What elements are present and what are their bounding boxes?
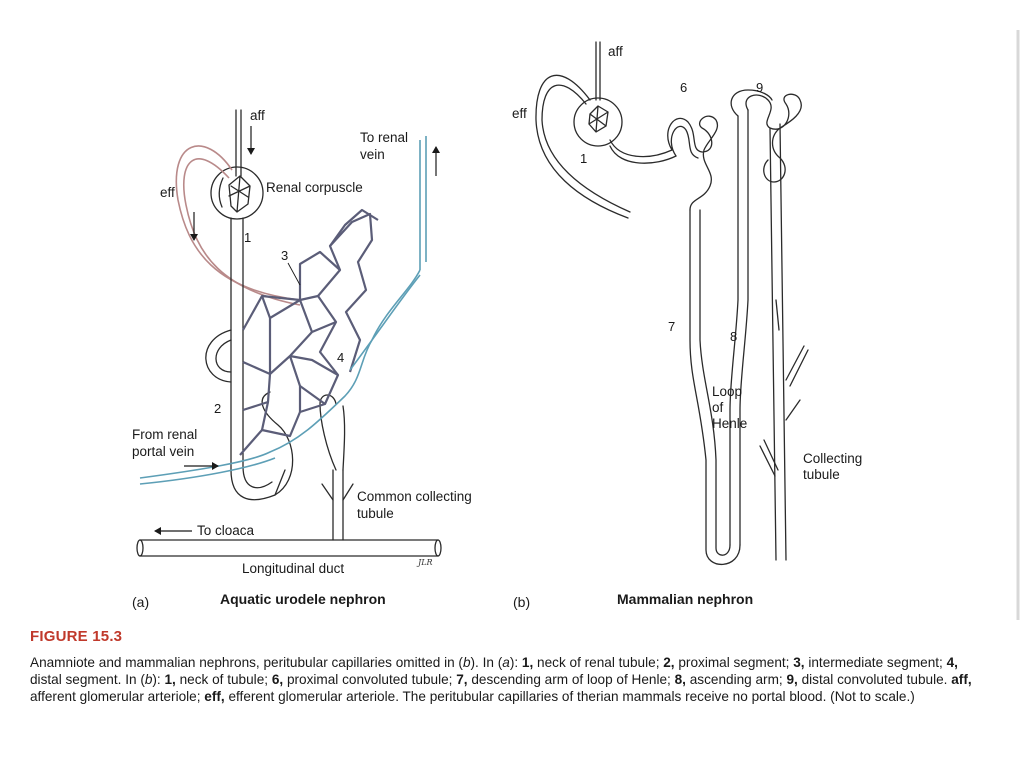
label-collecting-2: tubule bbox=[803, 467, 840, 482]
caption-segment: 3, bbox=[793, 655, 805, 670]
b-distal-convoluted bbox=[730, 89, 802, 183]
label-a-num-1: 1 bbox=[244, 230, 251, 245]
panel-b-title: Mammalian nephron bbox=[617, 591, 753, 607]
capillary-network bbox=[239, 208, 379, 456]
b-collecting-tubule bbox=[769, 123, 787, 561]
label-b-num-6: 6 bbox=[680, 80, 687, 95]
longitudinal-duct bbox=[136, 539, 442, 557]
panel-b-letter: (b) bbox=[513, 594, 530, 610]
caption-segment: afferent glomerular arteriole; bbox=[30, 689, 205, 704]
label-a-num-3: 3 bbox=[281, 248, 288, 263]
b-afferent-arteriole bbox=[595, 41, 601, 101]
label-common-collecting-1: Common collecting bbox=[357, 489, 472, 504]
label-common-collecting-2: tubule bbox=[357, 506, 394, 521]
caption-segment: eff, bbox=[204, 689, 225, 704]
label-longitudinal-duct: Longitudinal duct bbox=[242, 561, 344, 576]
figure-label: FIGURE 15.3 bbox=[30, 628, 123, 645]
caption-segment: 1, bbox=[521, 655, 534, 670]
b-neck-tubule bbox=[609, 139, 677, 164]
label-loop-2: of bbox=[712, 400, 724, 415]
caption-segment: 7, bbox=[456, 672, 468, 687]
caption-segment: ): bbox=[509, 655, 522, 670]
caption-segment: ). In ( bbox=[470, 655, 503, 670]
label-b-num-9: 9 bbox=[756, 80, 763, 95]
renal-vein bbox=[349, 136, 427, 371]
caption-segment: Anamniote and mammalian nephrons, peritu… bbox=[30, 655, 463, 670]
b-ascending-arm bbox=[729, 109, 749, 546]
label-loop-3: Henle bbox=[712, 416, 747, 431]
caption-segment: 6, bbox=[271, 672, 284, 687]
label-to-renal-vein-2: vein bbox=[360, 147, 385, 162]
label-from-renal-portal-2: portal vein bbox=[132, 444, 194, 459]
caption-segment: 4, bbox=[946, 655, 958, 670]
caption-segment: a bbox=[502, 655, 510, 670]
caption-segment: 9, bbox=[786, 672, 798, 687]
label-a-num-4: 4 bbox=[337, 350, 344, 365]
label-b-num-7: 7 bbox=[668, 319, 675, 334]
panel-a-title: Aquatic urodele nephron bbox=[220, 591, 386, 607]
figure-caption: Anamniote and mammalian nephrons, peritu… bbox=[30, 654, 990, 705]
b-efferent-arteriole bbox=[535, 74, 631, 219]
caption-segment: neck of renal tubule; bbox=[533, 655, 664, 670]
label-to-cloaca: To cloaca bbox=[197, 523, 255, 538]
caption-segment: neck of tubule; bbox=[175, 672, 272, 687]
label-collecting-1: Collecting bbox=[803, 451, 862, 466]
label-loop-1: Loop bbox=[712, 384, 742, 399]
caption-segment: efferent glomerular arteriole. The perit… bbox=[224, 689, 915, 704]
label-renal-corpuscle: Renal corpuscle bbox=[266, 180, 363, 195]
caption-segment: intermediate segment; bbox=[804, 655, 947, 670]
label-b-aff: aff bbox=[608, 44, 623, 59]
pointer-line-3 bbox=[287, 262, 301, 286]
caption-segment: distal convoluted tubule. bbox=[797, 672, 952, 687]
label-a-num-2: 2 bbox=[214, 401, 221, 416]
label-b-num-1: 1 bbox=[580, 151, 587, 166]
caption-segment: distal segment. In ( bbox=[30, 672, 145, 687]
caption-segment: proximal segment; bbox=[674, 655, 794, 670]
label-a-eff: eff bbox=[160, 185, 175, 200]
label-to-renal-vein-1: To renal bbox=[360, 130, 408, 145]
common-collecting-tubule bbox=[319, 394, 354, 541]
proximal-segment bbox=[205, 217, 294, 501]
caption-segment: aff, bbox=[951, 672, 972, 687]
caption-segment: 8, bbox=[674, 672, 686, 687]
label-from-renal-portal-1: From renal bbox=[132, 427, 197, 442]
caption-segment: proximal convoluted tubule; bbox=[283, 672, 457, 687]
b-descending-arm bbox=[689, 209, 741, 566]
panel-b-drawing: aff eff 1 6 9 7 8 Loop of Henle Collecti… bbox=[512, 41, 862, 610]
renal-portal-vein bbox=[139, 269, 421, 479]
label-a-aff: aff bbox=[250, 108, 265, 123]
caption-segment: 2, bbox=[663, 655, 675, 670]
panel-a-letter: (a) bbox=[132, 594, 149, 610]
panel-a-drawing: aff eff To renal vein Renal corpuscle 1 … bbox=[132, 108, 472, 610]
b-proximal-convoluted bbox=[667, 115, 719, 211]
artist-signature: JLR bbox=[416, 558, 433, 567]
caption-segment: 1, bbox=[164, 672, 176, 687]
b-renal-corpuscle bbox=[573, 97, 623, 147]
caption-segment: ascending arm; bbox=[685, 672, 787, 687]
label-b-num-8: 8 bbox=[730, 329, 737, 344]
renal-corpuscle-drawing bbox=[175, 109, 301, 306]
caption-segment: ): bbox=[152, 672, 165, 687]
caption-segment: b bbox=[462, 655, 471, 670]
caption-segment: b bbox=[144, 672, 153, 687]
label-b-eff: eff bbox=[512, 106, 527, 121]
caption-segment: descending arm of loop of Henle; bbox=[467, 672, 675, 687]
